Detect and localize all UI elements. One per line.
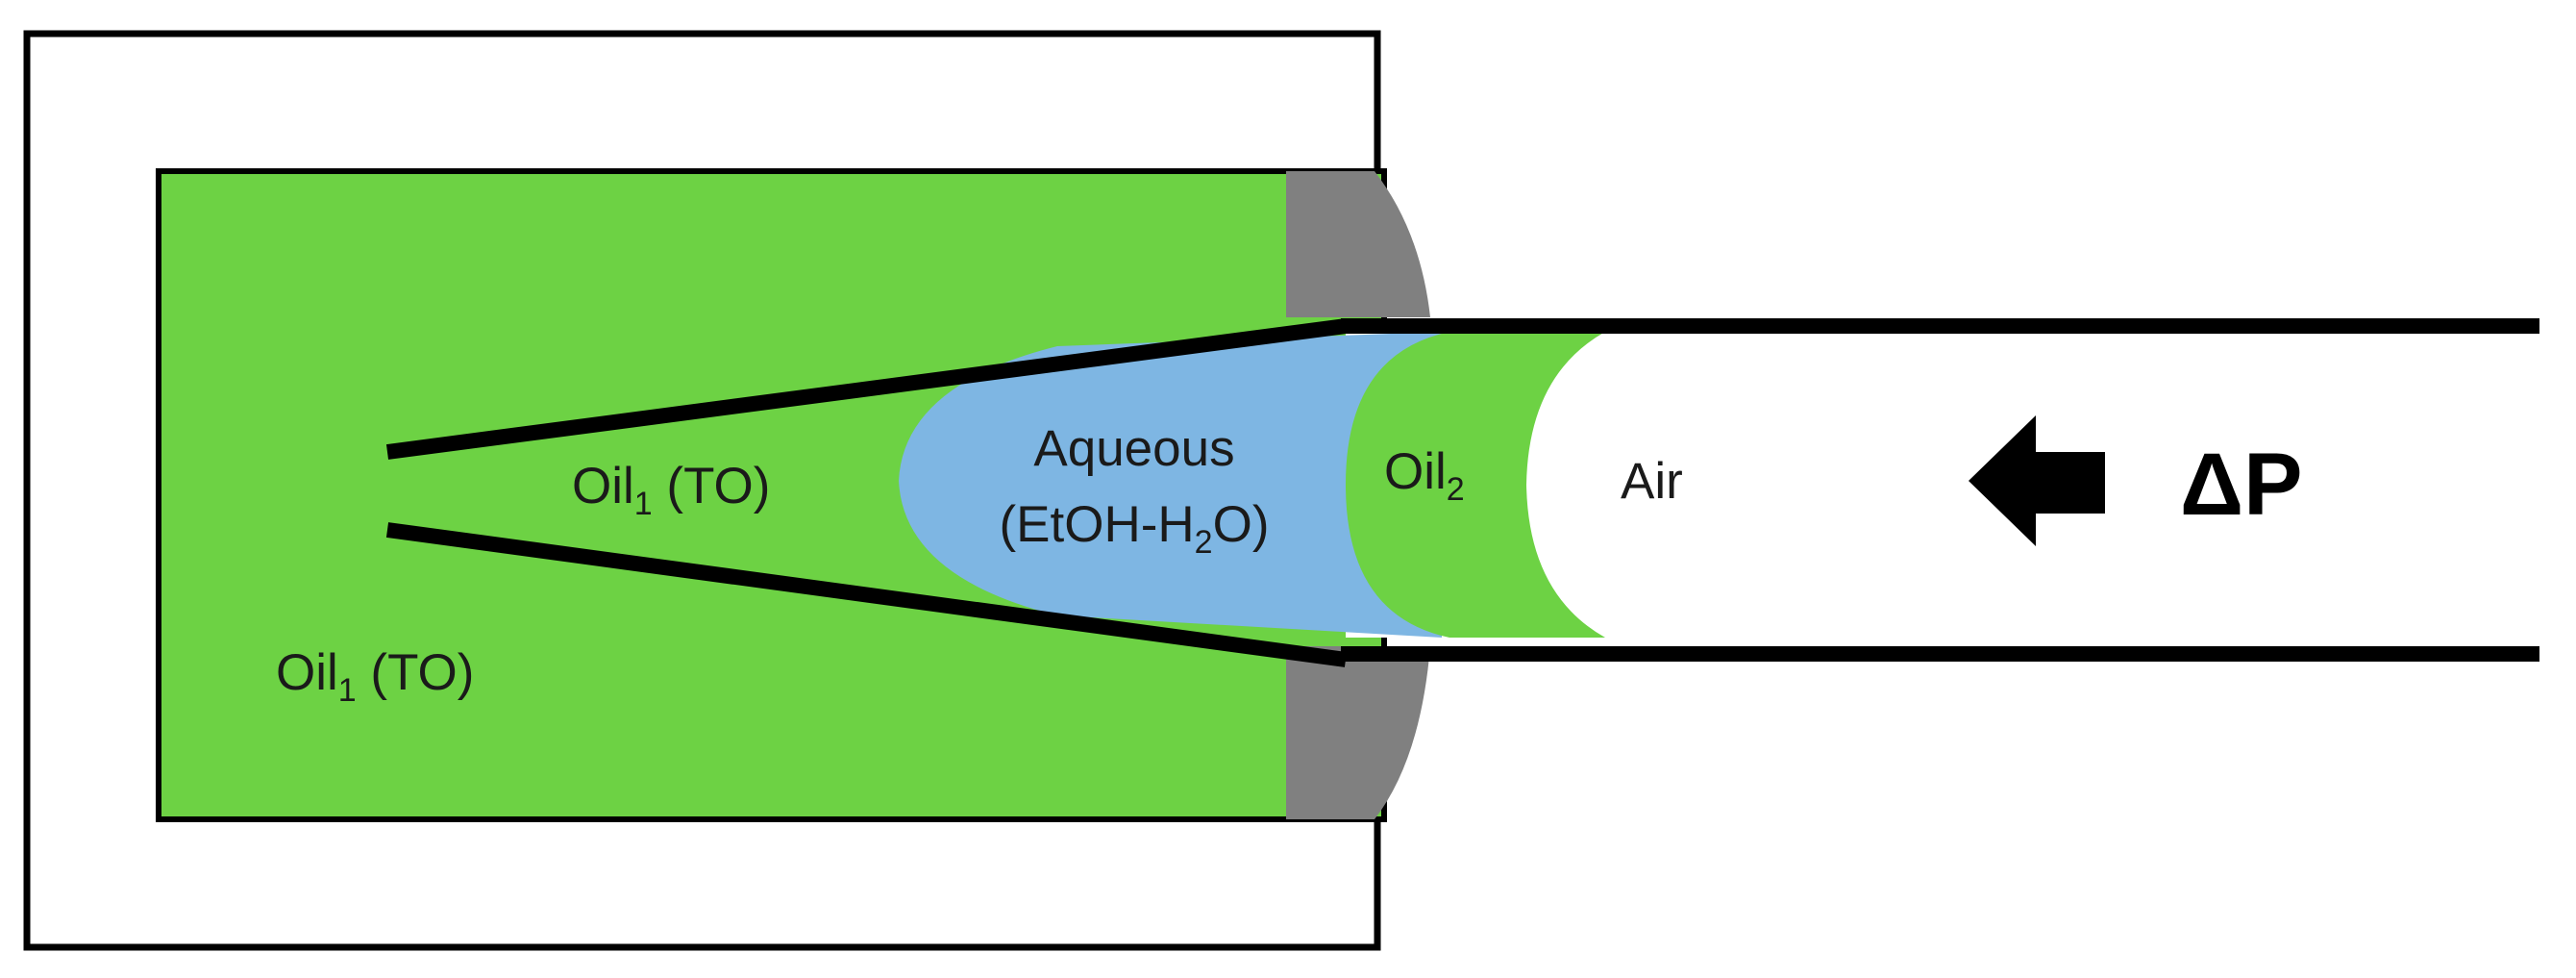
aqueous-plug — [899, 332, 1442, 638]
label-oil1-inner: Oil1 (TO) — [572, 458, 770, 522]
seal-bottom — [1286, 646, 1430, 819]
taper-wall-bottom — [385, 522, 1348, 667]
taper-wall-top — [385, 318, 1348, 460]
oil2-plug — [1346, 332, 1605, 638]
arrow-left-icon — [1969, 415, 2105, 546]
label-oil1-outer: Oil1 (TO) — [276, 644, 474, 709]
label-pressure-difference: ΔP — [2180, 436, 2303, 534]
label-oil2: Oil2 — [1384, 443, 1465, 508]
label-air: Air — [1621, 453, 1683, 510]
label-aqueous: Aqueous — [1033, 420, 1234, 477]
seal-top — [1286, 171, 1430, 317]
label-aqueous-composition: (EtOH-H2O) — [1000, 496, 1270, 561]
